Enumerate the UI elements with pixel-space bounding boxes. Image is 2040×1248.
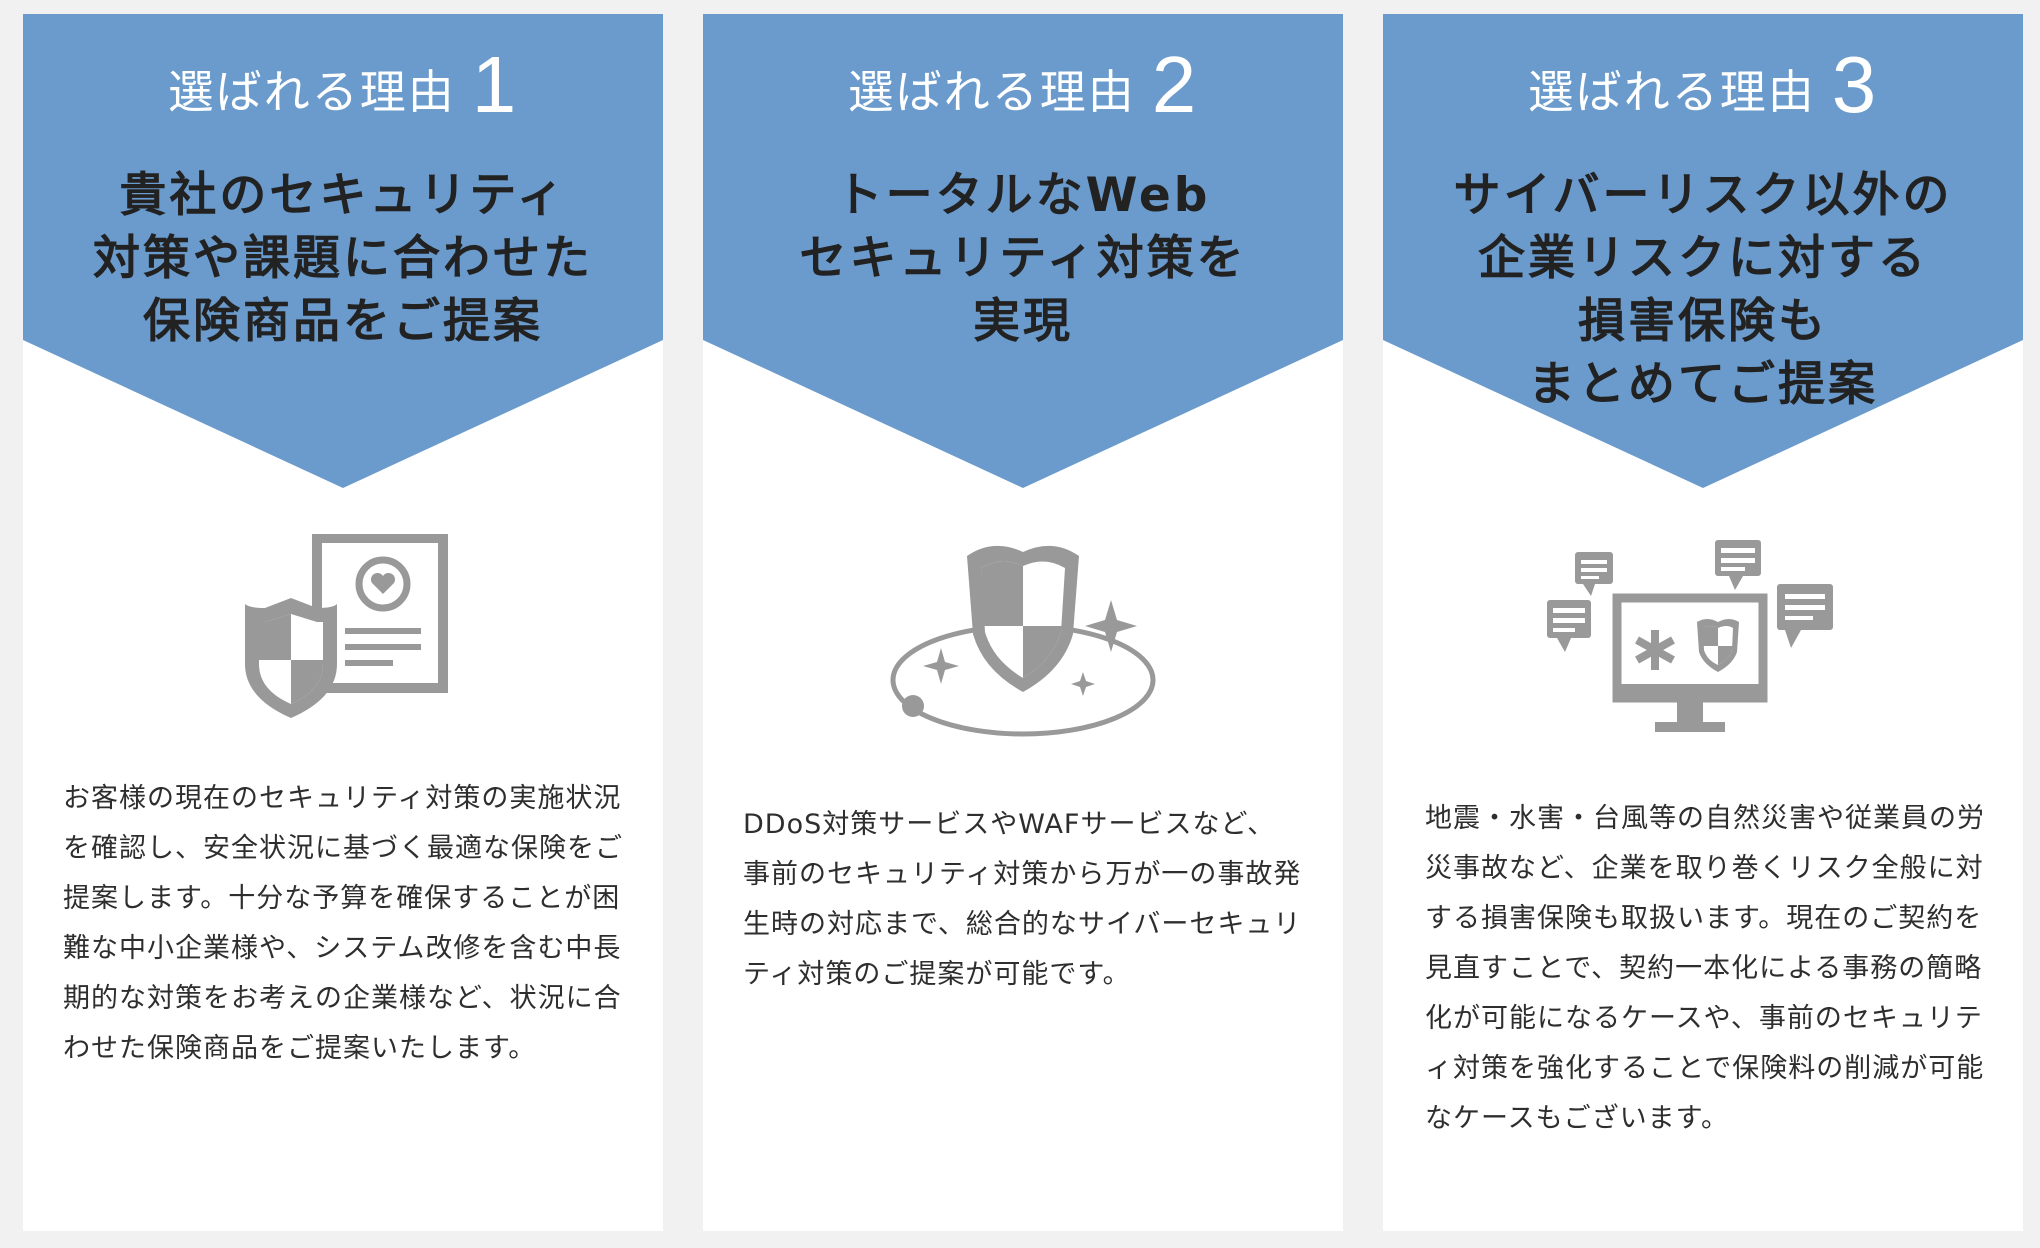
description-line: を確認し、安全状況に基づく最適な保険をご [63, 833, 623, 864]
headline-line: トータルなWeb [835, 168, 1211, 223]
description-line: 災事故など、企業を取り巻くリスク全般に対 [1425, 853, 1984, 884]
headline-line: サイバーリスク以外の [1453, 168, 1953, 223]
description-line: 地震・水害・台風等の自然災害や従業員の労 [1425, 803, 1985, 834]
reason-label: 選ばれる理由 [847, 65, 1136, 119]
reason-description: お客様の現在のセキュリティ対策の実施状況 を確認し、安全状況に基づく最適な保険を… [63, 774, 633, 1074]
reason-number: 1 [471, 40, 519, 129]
description-line: わせた保険商品をご提案いたします。 [63, 1033, 537, 1064]
description-line: 期的な対策をお考えの企業様など、状況に合 [63, 983, 622, 1014]
description-line: 提案します。十分な予算を確保することが困 [63, 883, 621, 914]
reason-number: 2 [1151, 40, 1199, 129]
description-line: する損害保険も取扱います。現在のご契約を [1425, 903, 1983, 934]
headline-line: まとめてご提案 [1528, 357, 1878, 412]
headline-line: 貴社のセキュリティ [119, 168, 567, 223]
description-line: 見直すことで、契約一本化による事務の簡略 [1425, 953, 1983, 984]
description-line: ティ対策のご提案が可能です。 [743, 959, 1131, 990]
headline-line: 実現 [973, 294, 1073, 349]
reason-headline: 貴社のセキュリティ 対策や課題に合わせた 保険商品をご提案 [43, 164, 643, 353]
chevron-banner [1383, 14, 2023, 488]
headline-line: 損害保険も [1578, 294, 1828, 349]
reason-headline: トータルなWeb セキュリティ対策を 実現 [723, 164, 1323, 353]
description-line: 事前のセキュリティ対策から万が一の事故発 [743, 859, 1302, 890]
headline-line: 企業リスクに対する [1478, 231, 1928, 286]
description-line: 難な中小企業様や、システム改修を含む中長 [63, 933, 622, 964]
description-line: DDoS対策サービスやWAFサービスなど、 [743, 809, 1276, 840]
monitor-chat-shield-icon [1383, 534, 2023, 754]
chevron-banner [703, 14, 1343, 488]
headline-line: 対策や課題に合わせた [93, 231, 593, 286]
description-line: ィ対策を強化することで保険料の削減が可能 [1425, 1053, 1985, 1084]
chevron-banner [23, 14, 663, 488]
reason-number: 3 [1831, 40, 1879, 129]
description-line: なケースもございます。 [1425, 1103, 1729, 1134]
description-line: 化が可能になるケースや、事前のセキュリテ [1425, 1003, 1983, 1034]
headline-line: 保険商品をご提案 [143, 294, 543, 349]
reason-description: 地震・水害・台風等の自然災害や従業員の労 災事故など、企業を取り巻くリスク全般に… [1425, 794, 1993, 1144]
description-line: 生時の対応まで、総合的なサイバーセキュリ [743, 909, 1302, 940]
description-line: お客様の現在のセキュリティ対策の実施状況 [63, 783, 622, 814]
headline-line: セキュリティ対策を [799, 231, 1247, 286]
shield-document-icon [23, 534, 663, 754]
reason-label: 選ばれる理由 [167, 65, 456, 119]
reason-description: DDoS対策サービスやWAFサービスなど、 事前のセキュリティ対策から万が一の事… [743, 800, 1313, 1000]
shield-orbit-sparkle-icon [703, 534, 1343, 754]
reason-label: 選ばれる理由 [1527, 65, 1816, 119]
reason-headline: サイバーリスク以外の 企業リスクに対する 損害保険も まとめてご提案 [1403, 164, 2003, 416]
